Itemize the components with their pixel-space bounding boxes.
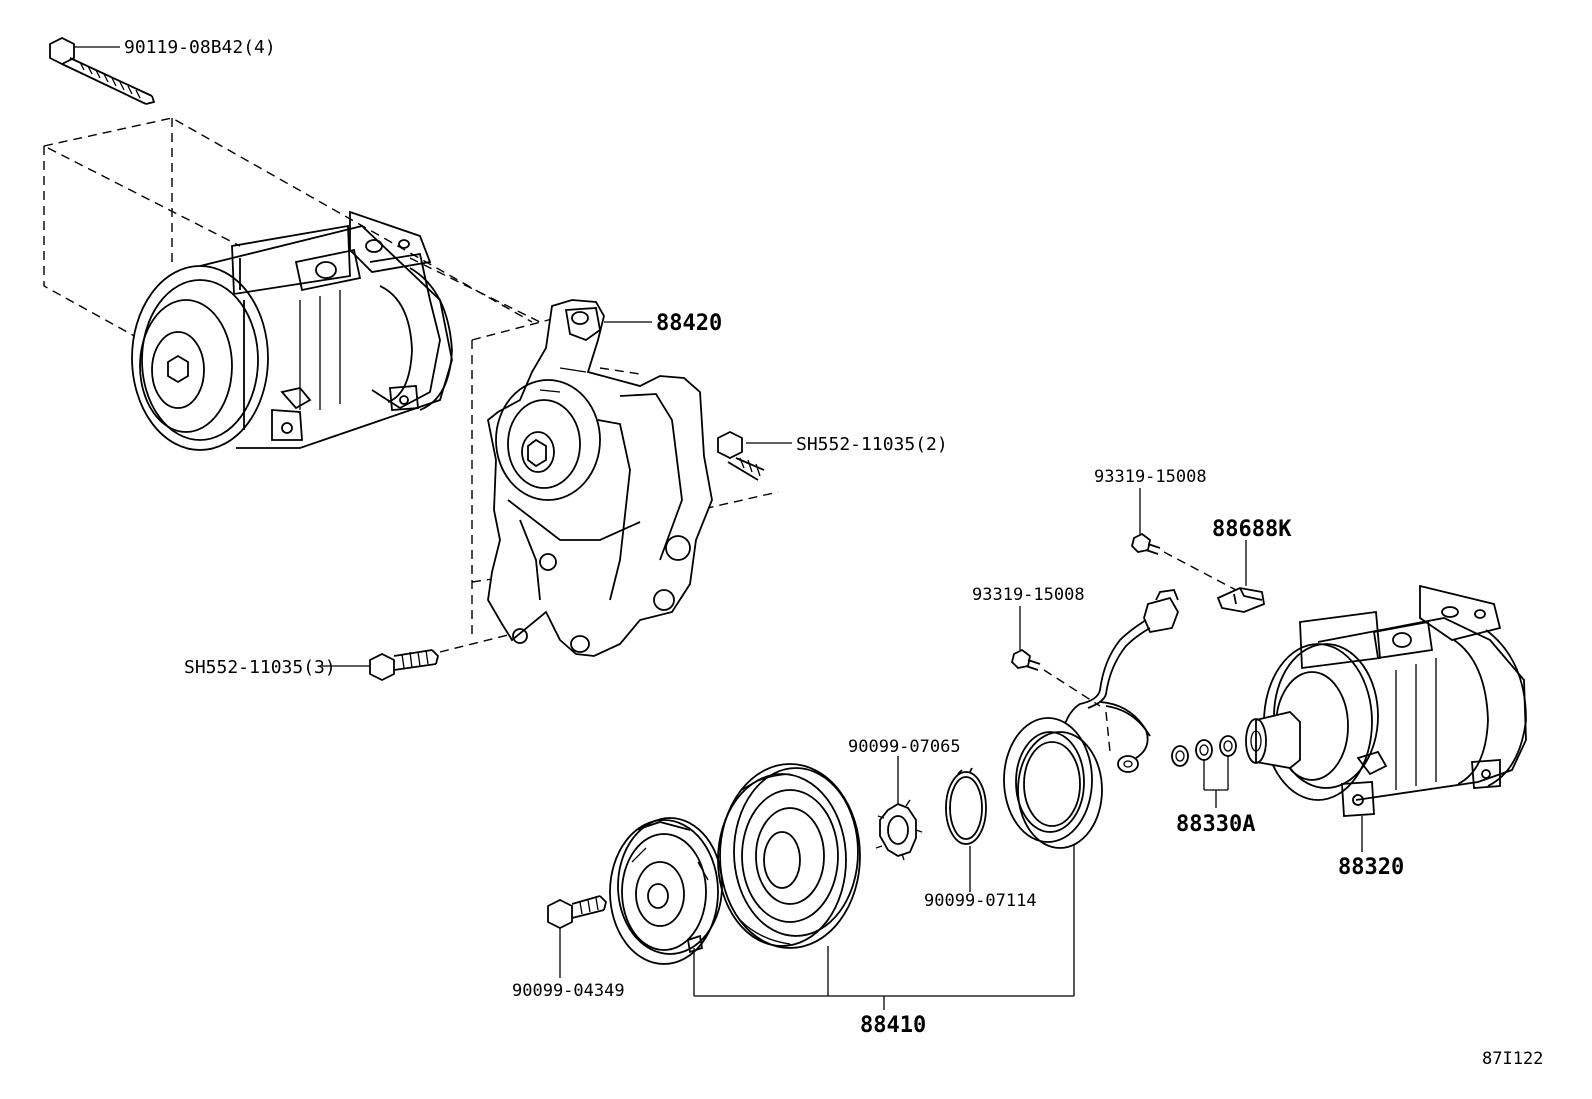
snap-ring-icon	[945, 767, 987, 845]
label-bolt-right: SH552-11035(2)	[796, 434, 948, 455]
clutch-hub-icon	[609, 817, 723, 965]
label-clutch-assy: 88410	[860, 1013, 926, 1038]
wire-harness-icon	[1063, 589, 1179, 773]
label-screw-lower: 93319-15008	[972, 585, 1085, 605]
label-bolt-top: 90119-08B42(4)	[124, 37, 276, 58]
label-shim: 90099-07065	[848, 737, 961, 757]
bolt-top-icon	[49, 36, 156, 105]
diagram-id: 87I122	[1482, 1049, 1543, 1069]
label-clutch-bolt: 90099-04349	[512, 981, 625, 1001]
shim-icon	[875, 799, 923, 861]
field-coil-icon	[1003, 717, 1103, 849]
bolt-right-icon	[717, 430, 765, 481]
label-washers: 88330A	[1176, 812, 1255, 837]
clutch-assy-leader	[693, 844, 1075, 1010]
bolt-left-icon	[369, 649, 439, 682]
sensor-bracket-icon	[1216, 587, 1266, 613]
clutch-bolt-icon	[547, 895, 607, 930]
washers-icon	[1171, 735, 1237, 808]
label-snap-ring: 90099-07114	[924, 891, 1037, 911]
label-screw-upper: 93319-15008	[1094, 467, 1207, 487]
label-compressor: 88320	[1338, 855, 1404, 880]
screw-upper-icon	[1131, 532, 1161, 555]
bracket-icon	[487, 299, 713, 657]
label-bracket: 88420	[656, 311, 722, 336]
pulley-icon	[717, 763, 861, 949]
compressor-right-icon	[1245, 584, 1527, 817]
label-bolt-left: SH552-11035(3)	[184, 657, 336, 678]
label-sensor: 88688K	[1212, 517, 1292, 542]
screw-lower-icon	[1011, 648, 1041, 671]
compressor-top-icon	[131, 210, 453, 451]
